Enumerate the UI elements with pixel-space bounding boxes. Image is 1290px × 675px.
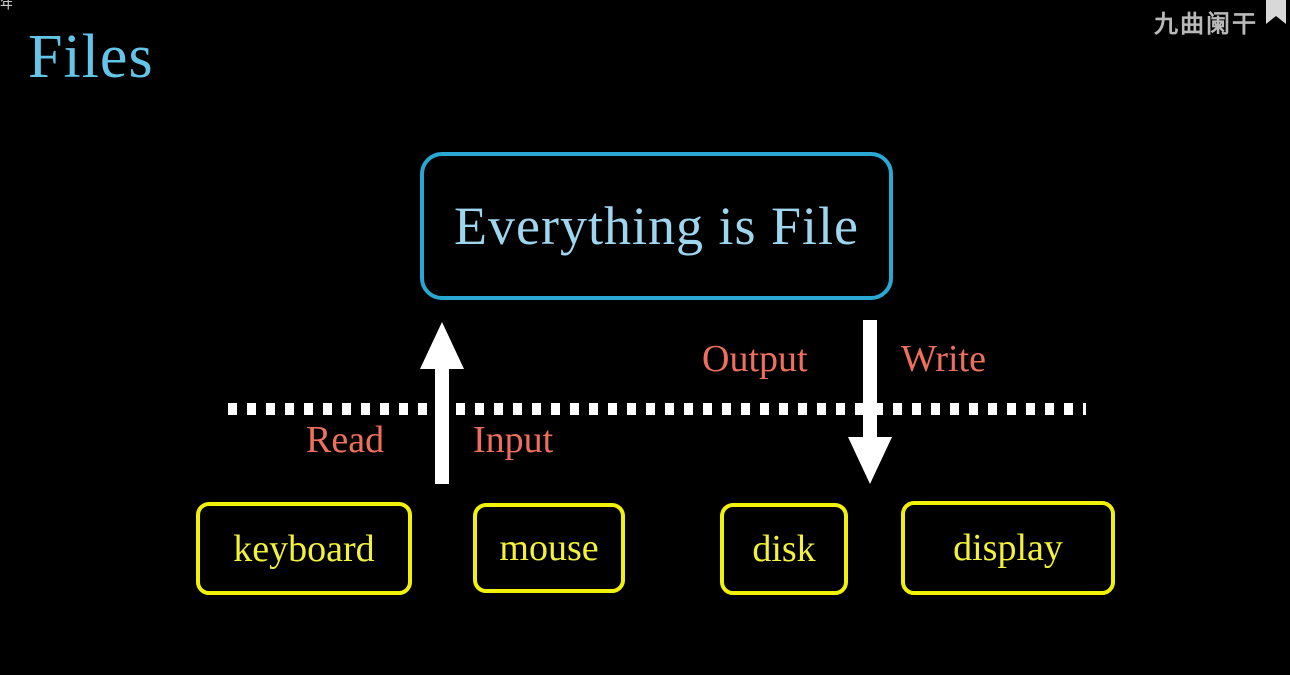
node-device-mouse-label: mouse [499, 527, 599, 569]
corner-glyph-artifact: 年 [0, 0, 12, 12]
node-device-disk: disk [720, 503, 848, 595]
node-device-keyboard: keyboard [196, 502, 412, 595]
edge-label-write: Write [901, 338, 986, 380]
bookmark-icon [1264, 0, 1290, 38]
edge-label-read: Read [306, 419, 385, 461]
edge-label-input: Input [473, 419, 554, 461]
node-device-display: display [901, 501, 1115, 595]
output-arrow-down-icon [847, 320, 893, 484]
kernel-userspace-divider [228, 403, 1086, 415]
node-device-disk-label: disk [752, 528, 816, 570]
input-arrow-up-icon [419, 322, 465, 484]
page-title: Files [28, 23, 154, 91]
node-device-display-label: display [953, 527, 1063, 569]
node-everything-is-file-label: Everything is File [454, 196, 859, 256]
node-device-keyboard-label: keyboard [233, 527, 375, 570]
watermark-text: 九曲阑干 [1154, 10, 1258, 38]
node-everything-is-file: Everything is File [420, 152, 893, 300]
edge-label-output: Output [702, 338, 808, 380]
node-device-mouse: mouse [473, 503, 625, 593]
